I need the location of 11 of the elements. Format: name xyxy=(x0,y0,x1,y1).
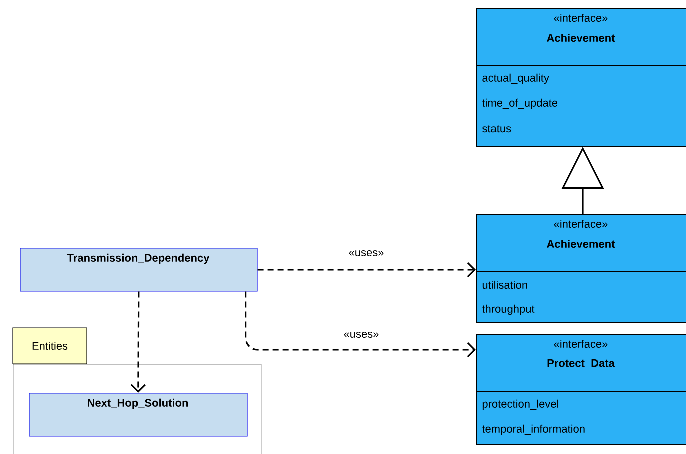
dependency-arrow xyxy=(258,262,476,278)
edge-label: «uses» xyxy=(349,250,384,256)
dependency-arrow xyxy=(130,292,146,393)
interface-box: «interface» Achievement utilisation throughput xyxy=(476,214,686,323)
interface-box: «interface» Achievement actual_quality time_of_update status xyxy=(476,8,686,147)
edge-label: «uses» xyxy=(344,332,379,338)
interface-box: «interface» Protect_Data protection_level temporal_information xyxy=(476,334,686,445)
node-label: Entities xyxy=(32,342,68,350)
class-box: Transmission_Dependency xyxy=(20,248,258,292)
class-box: Next_Hop_Solution xyxy=(29,393,248,437)
dependency-arrow xyxy=(245,292,476,358)
